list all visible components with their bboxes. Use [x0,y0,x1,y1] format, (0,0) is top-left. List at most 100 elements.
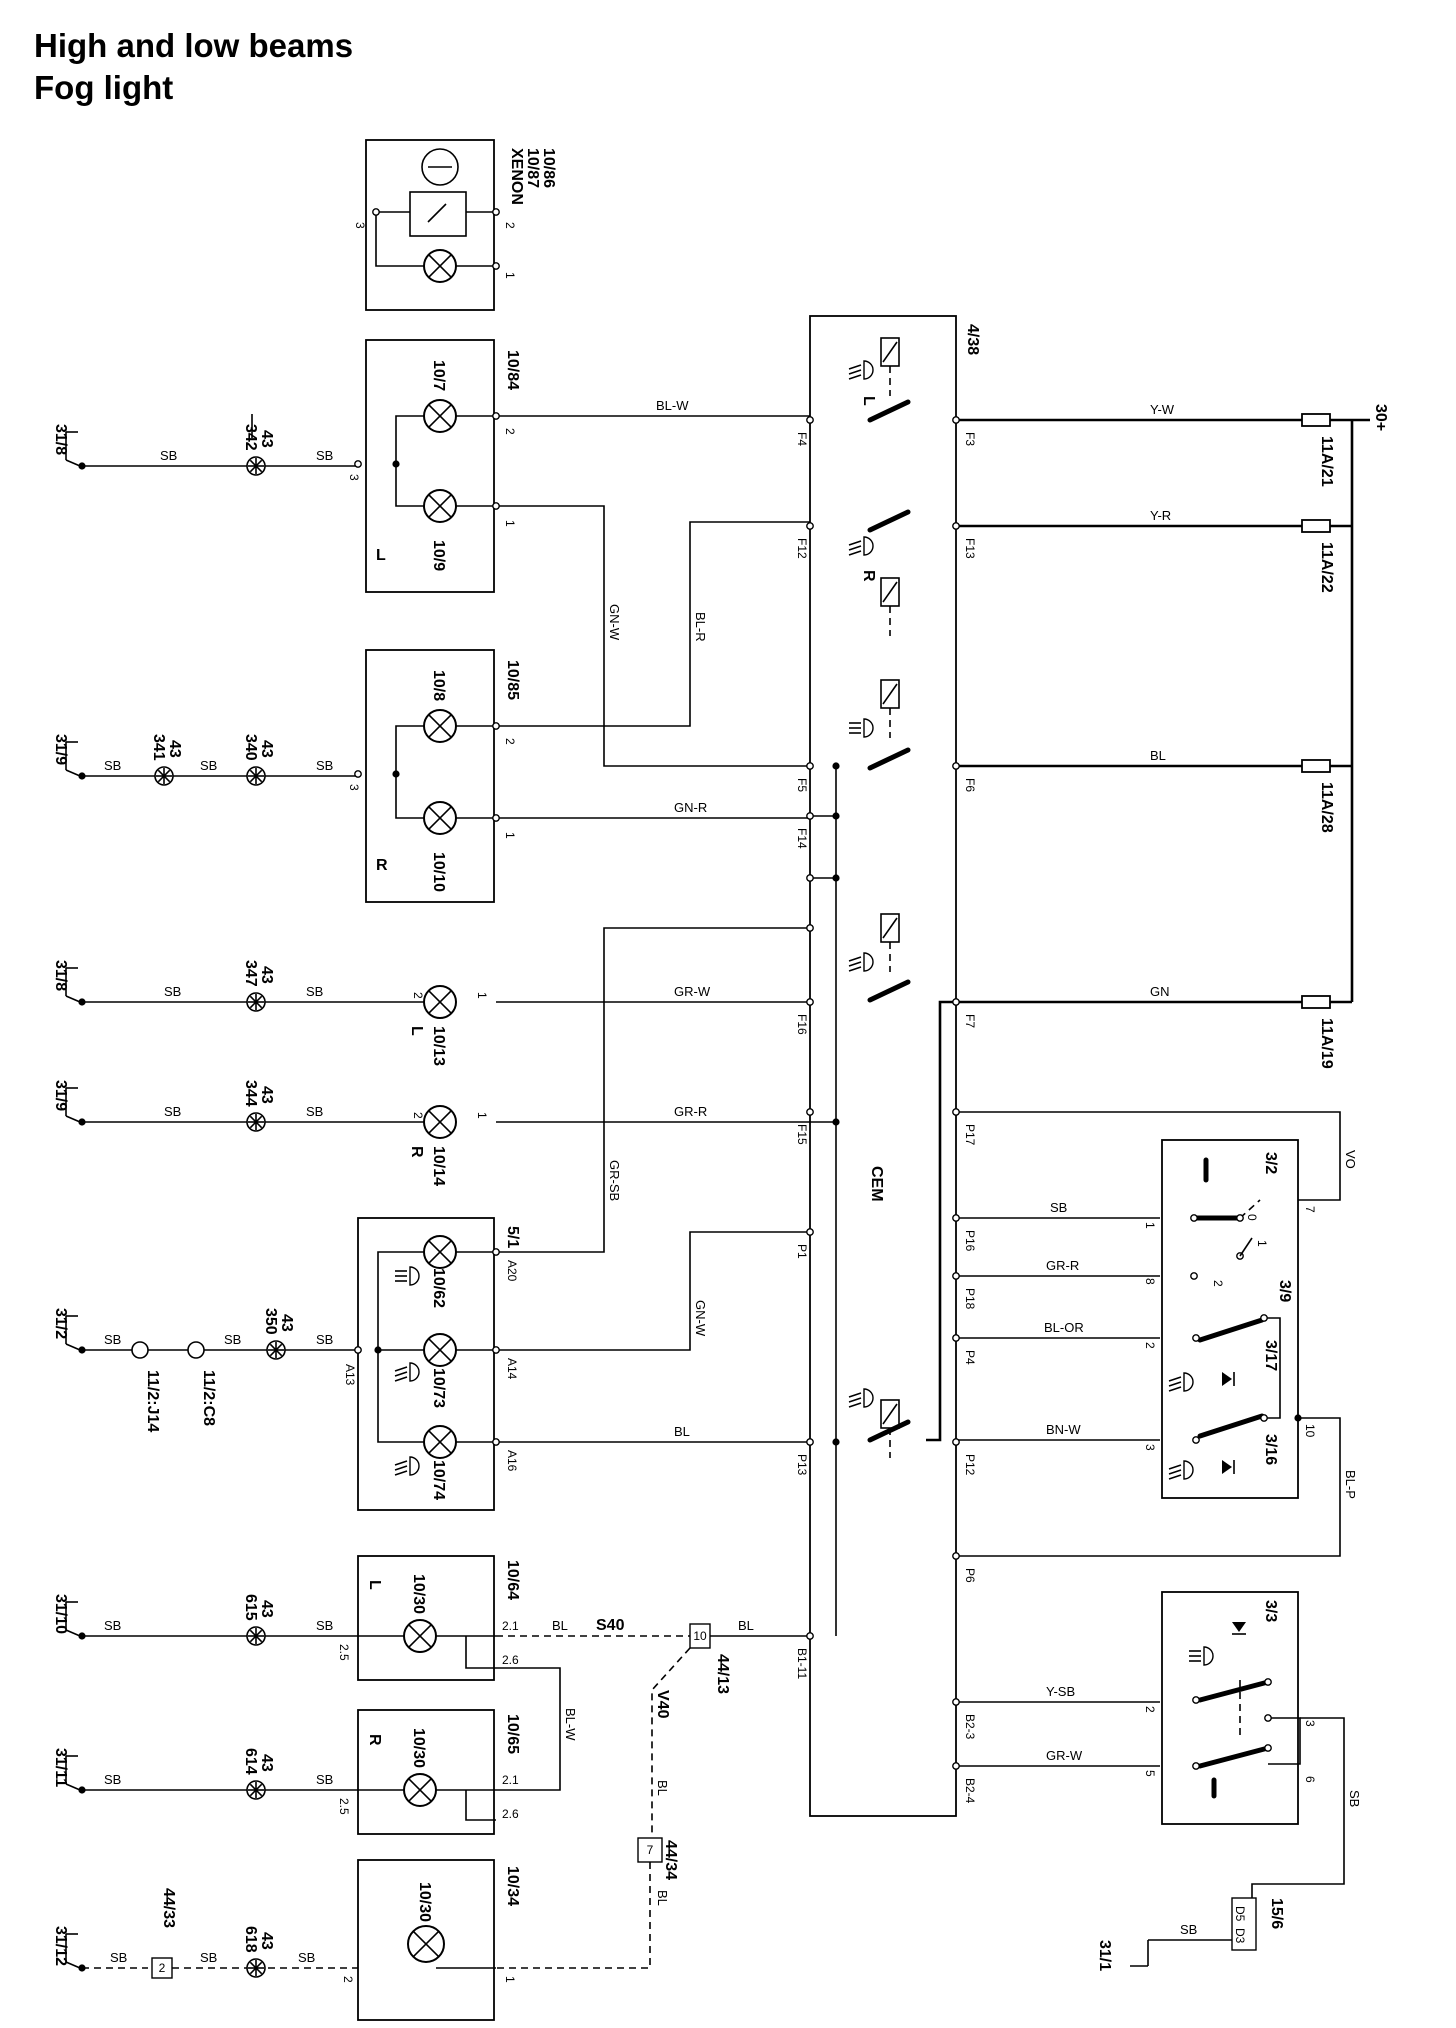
label: R [376,857,388,874]
label: GR-R [674,1104,707,1119]
headlamp-icon-low-l-ray [848,369,862,375]
ground-terminal [78,1118,86,1126]
label: 43 [258,1932,275,1950]
headlamp-icon-3-3 [1203,1646,1214,1666]
label: 2 [411,1112,425,1119]
foglight-icon-3-17-ray [1168,1381,1182,1387]
headlamp-icon-low-r-ray [848,545,862,551]
label: 10/85 [504,660,521,700]
label: 614 [242,1748,259,1775]
wire [496,1231,810,1351]
xenon-igniter-icon [409,191,467,237]
pin [492,814,500,822]
pin [1260,1414,1268,1422]
label: 11A/21 [1318,436,1335,487]
headlamp-icon-low-l [863,360,874,380]
switch-3-17-contact [1197,1317,1265,1343]
label: 10/65 [504,1714,521,1754]
label: 2 [341,1976,355,1983]
label: GN-W [693,1300,708,1337]
label: 10/8 [430,670,447,701]
label: GN-R [674,800,707,815]
junction-dot [832,1438,840,1446]
bulb-icon-cross [428,404,452,428]
label: 10/73 [430,1368,447,1408]
splice-icon-350-ray [269,1343,283,1357]
wire [956,1111,1341,1201]
label: 2 [503,428,517,435]
label: F5 [795,778,809,792]
foglight-icon-3-17-ray [1168,1376,1182,1382]
connector-15-6 [1231,1897,1257,1951]
headlamp-icon-low-l-ray [848,374,862,380]
foglight-icon-front-ray [848,966,862,972]
foglight-icon-3-17 [1183,1372,1194,1392]
label: A13 [343,1364,357,1386]
label: 43 [258,430,275,448]
label: 1 [503,520,517,527]
label: SB [104,758,121,773]
label: 3 [1143,1444,1157,1451]
label: 10/87 [524,148,541,188]
label: P17 [963,1124,977,1146]
cem-pin [806,924,814,932]
ground-terminal [78,998,86,1006]
cem-pin [806,1108,814,1116]
label: 10 [1303,1424,1317,1438]
label: SB [110,1950,127,1965]
cem-pin [952,998,960,1006]
cem-pin [806,874,814,882]
label: 10/9 [430,540,447,571]
wire [496,1862,651,1969]
ground-label: 31/9 [52,734,69,765]
pin [492,262,500,270]
label: 615 [242,1594,259,1621]
ground-terminal [78,1346,86,1354]
label: P12 [963,1454,977,1476]
ground-diag [65,1961,81,1969]
wire [496,1667,561,1791]
pin [492,1248,500,1256]
pin [492,502,500,510]
label: 3 [1303,1720,1317,1727]
cem-pin [952,1272,960,1280]
diagram-subtitle: Fog light [34,69,174,106]
cem-pin [952,762,960,770]
pin [1192,1696,1200,1704]
bulb-icon-cross [412,1930,440,1958]
bulb-icon-cross [428,1240,452,1264]
fuse-icon-11a-19 [1301,995,1331,1009]
connector-44-33-label: 2 [159,1961,166,1975]
label: L [376,547,386,564]
bulb-icon-cross [408,1778,432,1802]
pin [492,722,500,730]
label: 11/2:J14 [144,1370,161,1432]
switch-contact-low-l [867,399,911,423]
label: 43 [166,740,183,758]
label: BL-W [656,398,689,413]
pin [1192,1334,1200,1342]
headlamp-icon-high [863,718,874,738]
label: 2 [411,992,425,999]
junction-dot [1294,1414,1302,1422]
label: XENON [508,148,525,205]
label: SB [316,1618,333,1633]
label: BL [655,1780,670,1796]
switch-3-2-arm [1239,1237,1253,1257]
switch-box-3-9 [1161,1139,1299,1499]
bulb-icon-cross [408,1624,432,1648]
label: F7 [963,1014,977,1028]
label: 1 [503,1976,517,1983]
ground-label: 31/11 [52,1748,69,1787]
relay-coil-icon-low-r-diag [882,581,898,603]
label: GN [1150,984,1170,999]
label: 2.1 [502,1619,519,1633]
ground-terminal [78,1632,86,1640]
splice-icon-347-ray [249,995,263,1009]
label: Y-W [1150,402,1175,417]
label: 10/14 [430,1146,447,1186]
label: 30+ [1372,404,1389,431]
label: 11/2:C8 [200,1370,217,1426]
